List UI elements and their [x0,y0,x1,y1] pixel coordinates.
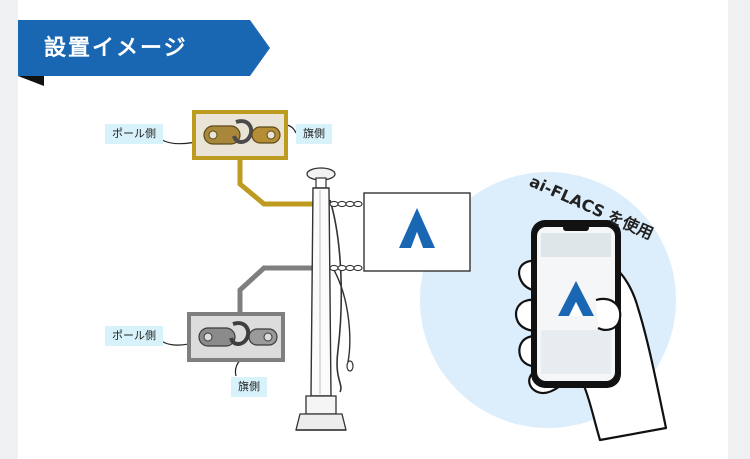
gray-hook-photo-frame [187,312,285,362]
label-pole-side-bottom: ポール側 [105,326,163,346]
rope-cleat [346,360,354,372]
label-flag-side-top: 旗側 [296,124,332,144]
label-flag-side-bottom: 旗側 [231,377,267,397]
halyard-rope-2 [333,269,351,363]
gold-hook-photo-frame [192,110,288,160]
banner-fold [18,76,44,86]
section-title: 設置イメージ [44,36,188,61]
section-banner [18,20,270,76]
snap-hook-icon [196,114,284,156]
chain-bottom [329,264,363,272]
snap-hook-icon [191,316,281,358]
flag-logo-icon [399,208,435,248]
phone-logo-icon [558,281,594,316]
gold-connector-line [237,160,318,207]
gray-connector-line [237,265,318,312]
flag-pole [295,167,347,431]
halyard-rope [329,199,343,393]
label-pole-side-top: ポール側 [105,124,163,144]
thumb [595,297,622,331]
chain-top [329,200,363,208]
